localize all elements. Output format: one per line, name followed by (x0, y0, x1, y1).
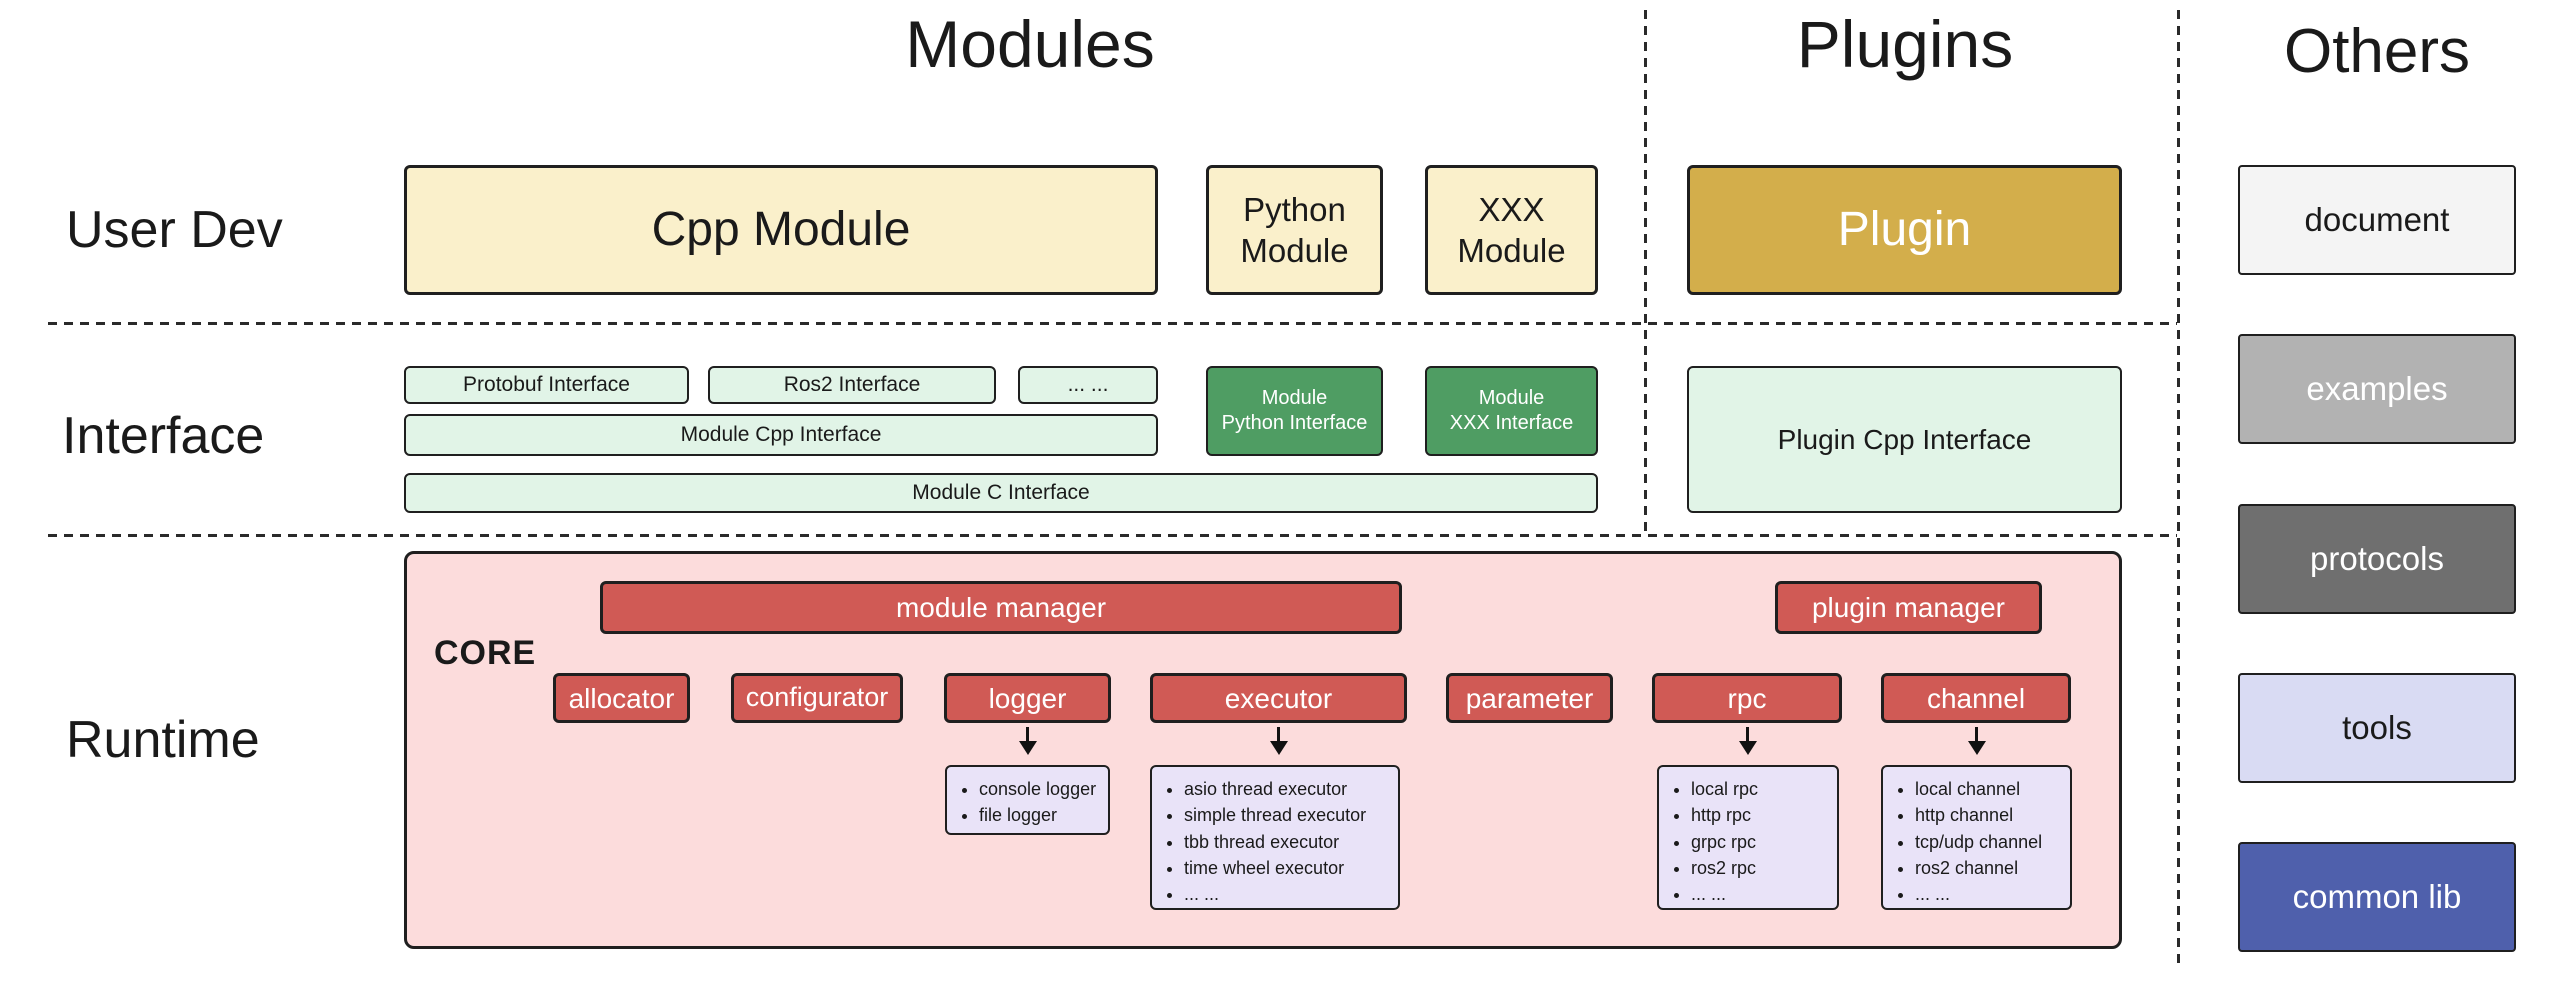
list-item: ... ... (1915, 881, 2062, 907)
box-configurator: configurator (731, 673, 903, 723)
column-title-others: Others (2283, 17, 2471, 86)
box-parameter: parameter (1446, 673, 1613, 723)
box-rpc: rpc (1652, 673, 1842, 723)
row-label-runtime: Runtime (66, 711, 260, 769)
down-arrow-logger (1026, 727, 1029, 751)
down-arrow-channel (1975, 727, 1978, 751)
column-title-plugins: Plugins (1796, 7, 2014, 81)
list-item: ros2 rpc (1691, 855, 1829, 881)
box-examples: examples (2238, 334, 2516, 444)
executor-impl-list: asio thread executorsimple thread execut… (1150, 765, 1400, 910)
list-item: console logger (979, 776, 1100, 802)
box-module-python-interface: Module Python Interface (1206, 366, 1383, 456)
box-common-lib: common lib (2238, 842, 2516, 952)
list-item: grpc rpc (1691, 829, 1829, 855)
list-item: tbb thread executor (1184, 829, 1390, 855)
list-item: local rpc (1691, 776, 1829, 802)
box-plugin-cpp-interface: Plugin Cpp Interface (1687, 366, 2122, 513)
list-item: asio thread executor (1184, 776, 1390, 802)
down-arrow-executor (1277, 727, 1280, 751)
list-item: ... ... (1184, 881, 1390, 907)
list-item: ros2 channel (1915, 855, 2062, 881)
box-plugin: Plugin (1687, 165, 2122, 295)
box-ros2-interface: Ros2 Interface (708, 366, 996, 404)
box-python-module: Python Module (1206, 165, 1383, 295)
box-executor: executor (1150, 673, 1407, 723)
box-plugin-manager: plugin manager (1775, 581, 2042, 634)
list-item: ... ... (1691, 881, 1829, 907)
list-item: local channel (1915, 776, 2062, 802)
box-channel: channel (1881, 673, 2071, 723)
logger-impl-list: console loggerfile logger (945, 765, 1110, 835)
row-label-interface: Interface (62, 407, 265, 465)
divider-modules-plugins (1644, 10, 1647, 535)
down-arrow-rpc (1746, 727, 1749, 751)
box-interface-ellipsis: ... ... (1018, 366, 1158, 404)
box-module-manager: module manager (600, 581, 1402, 634)
box-cpp-module: Cpp Module (404, 165, 1158, 295)
row-label-user-dev: User Dev (66, 201, 283, 259)
divider-userdev-interface (48, 322, 2177, 325)
list-item: time wheel executor (1184, 855, 1390, 881)
box-logger: logger (944, 673, 1111, 723)
list-item: http rpc (1691, 802, 1829, 828)
list-item: tcp/udp channel (1915, 829, 2062, 855)
box-document: document (2238, 165, 2516, 275)
core-label: CORE (434, 634, 537, 672)
list-item: http channel (1915, 802, 2062, 828)
rpc-impl-list: local rpchttp rpcgrpc rpcros2 rpc... ... (1657, 765, 1839, 910)
divider-plugins-others (2177, 10, 2180, 966)
list-item: file logger (979, 802, 1100, 828)
box-module-xxx-interface: Module XXX Interface (1425, 366, 1598, 456)
column-title-modules: Modules (905, 7, 1155, 81)
channel-impl-list: local channelhttp channeltcp/udp channel… (1881, 765, 2072, 910)
box-module-c-interface: Module C Interface (404, 473, 1598, 513)
box-module-cpp-interface: Module Cpp Interface (404, 414, 1158, 456)
box-tools: tools (2238, 673, 2516, 783)
box-protocols: protocols (2238, 504, 2516, 614)
list-item: simple thread executor (1184, 802, 1390, 828)
box-protobuf-interface: Protobuf Interface (404, 366, 689, 404)
divider-interface-runtime (48, 534, 2177, 537)
box-allocator: allocator (553, 673, 690, 723)
box-xxx-module: XXX Module (1425, 165, 1598, 295)
